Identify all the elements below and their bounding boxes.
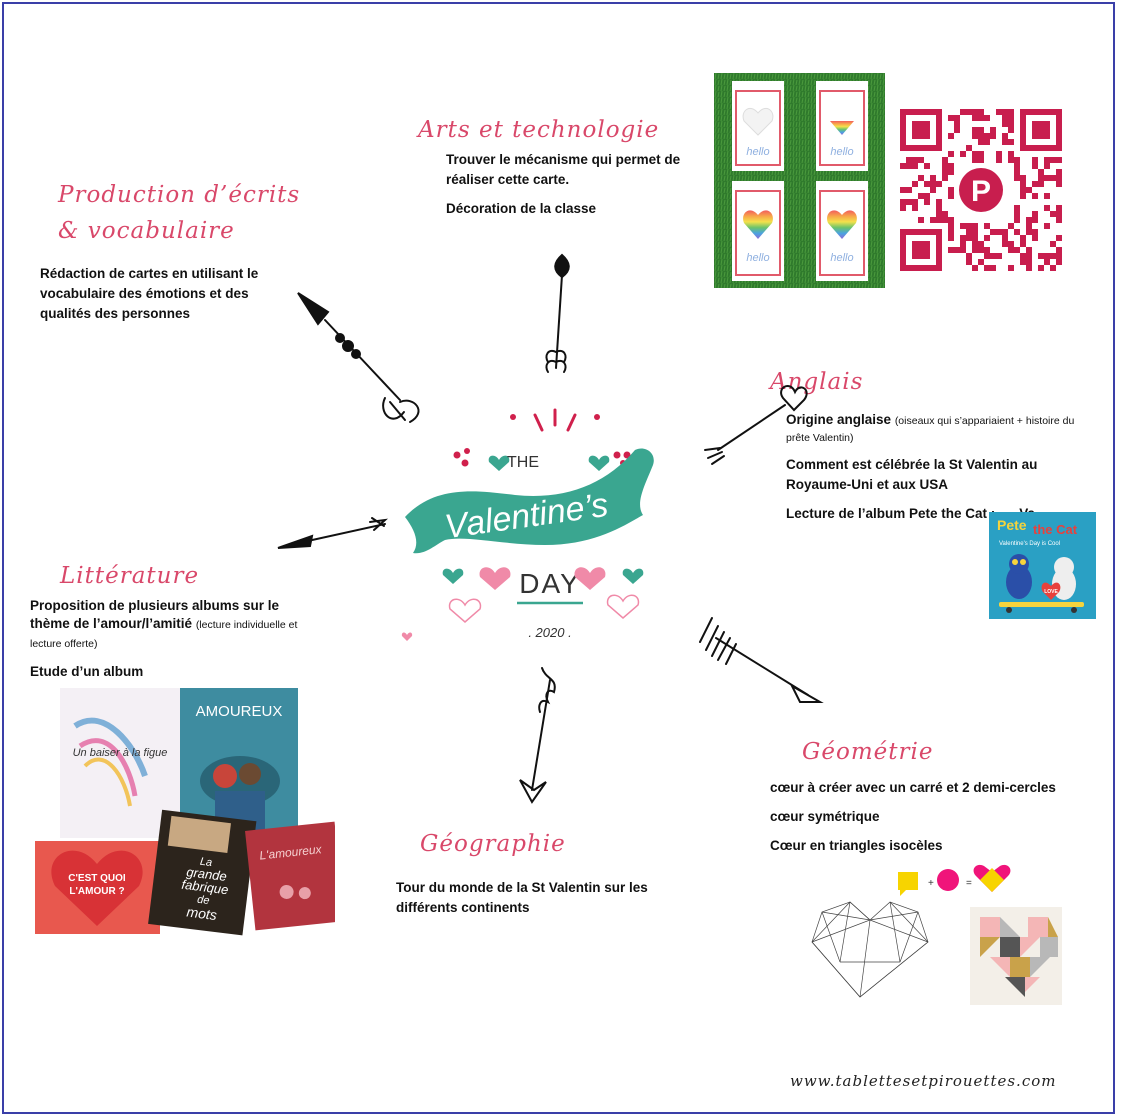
book-grande-fabrique: La grande fabrique de mots — [148, 809, 257, 936]
arrow-to-geographie — [519, 667, 556, 804]
book-amoureux: AMOUREUX — [180, 688, 298, 838]
litterature-title: Littérature — [60, 563, 200, 589]
line-heart-icon — [811, 901, 929, 998]
svg-text:the Cat: the Cat — [1033, 522, 1078, 537]
svg-text:grande: grande — [186, 864, 228, 884]
pinterest-qr-code[interactable]: P — [900, 109, 1062, 271]
arrow-to-production — [297, 292, 420, 423]
valentines-day-logo: THE Valentine’s DAY . 2020 . — [395, 405, 675, 645]
anglais-text: Origine anglaise (oiseaux qui s’appariai… — [786, 412, 1075, 521]
card-2: hello — [816, 81, 868, 171]
svg-text:Valentine's Day is Cool: Valentine's Day is Cool — [999, 541, 1060, 547]
svg-text:fabrique: fabrique — [181, 877, 229, 898]
production-title: Production d’écrits & vocabulaire — [58, 182, 301, 244]
production-text: Rédaction de cartes en utilisant le voca… — [40, 266, 259, 321]
arrow-to-litterature — [277, 517, 389, 549]
svg-text:L'AMOUR ?: L'AMOUR ? — [69, 886, 124, 897]
card-4: hello — [816, 181, 868, 281]
svg-text:DAY: DAY — [519, 568, 581, 599]
svg-text:C'EST QUOI: C'EST QUOI — [68, 873, 126, 884]
arrow-to-anglais — [704, 385, 808, 465]
svg-text:hello: hello — [746, 146, 769, 158]
pinterest-icon — [959, 168, 1003, 212]
svg-text:=: = — [966, 878, 972, 889]
website-footer[interactable]: www.tablettesetpirouettes.com — [790, 1072, 1057, 1090]
geometry-illustrations: + = — [810, 862, 1070, 1007]
svg-text:+: + — [928, 878, 934, 889]
arrow-to-arts — [545, 253, 570, 373]
book-cest-quoi-lamour: C'EST QUOI L'AMOUR ? — [35, 841, 160, 934]
pete-the-cat-cover: Pete the Cat Valentine's Day is Cool LOV… — [989, 512, 1096, 619]
svg-text:LOVE: LOVE — [1044, 589, 1058, 595]
triangle-heart-icon — [970, 907, 1062, 1005]
arts-text: Trouver le mécanisme qui permet de réali… — [446, 152, 681, 216]
svg-text:AMOUREUX: AMOUREUX — [196, 703, 283, 720]
svg-text:hello: hello — [746, 252, 769, 264]
geographie-title: Géographie — [420, 831, 566, 857]
svg-text:THE: THE — [507, 454, 539, 471]
svg-text:hello: hello — [830, 252, 853, 264]
cards-photo: hello hello hello hello — [714, 73, 885, 288]
svg-text:P: P — [971, 175, 991, 208]
geometrie-text: cœur à créer avec un carré et 2 demi-cer… — [770, 780, 1056, 853]
svg-text:. 2020 .: . 2020 . — [528, 625, 571, 640]
book-lamoureux: L'amoureux — [245, 821, 345, 931]
svg-text:Un baiser à la figue: Un baiser à la figue — [73, 747, 168, 759]
geographie-text: Tour du monde de la St Valentin sur les … — [396, 880, 648, 915]
book-un-baiser: Un baiser à la figue — [60, 688, 180, 838]
svg-text:mots: mots — [186, 904, 218, 924]
svg-text:hello: hello — [830, 146, 853, 158]
svg-text:de: de — [197, 894, 211, 907]
square-plus-circle-heart-icon: + = — [898, 864, 1011, 896]
svg-text:La: La — [199, 856, 213, 869]
geometrie-title: Géométrie — [802, 739, 934, 765]
svg-text:Pete: Pete — [997, 517, 1027, 533]
card-1: hello — [732, 81, 784, 171]
litterature-text: Proposition de plusieurs albums sur le t… — [30, 598, 298, 679]
anglais-title: Anglais — [770, 369, 864, 395]
svg-text:L'amoureux: L'amoureux — [259, 842, 323, 863]
books-collage: Un baiser à la figue AMOUREUX C'EST QUOI… — [35, 686, 345, 936]
arts-title: Arts et technologie — [418, 117, 660, 143]
arrow-to-geometrie — [699, 617, 824, 703]
card-3: hello — [732, 181, 784, 281]
